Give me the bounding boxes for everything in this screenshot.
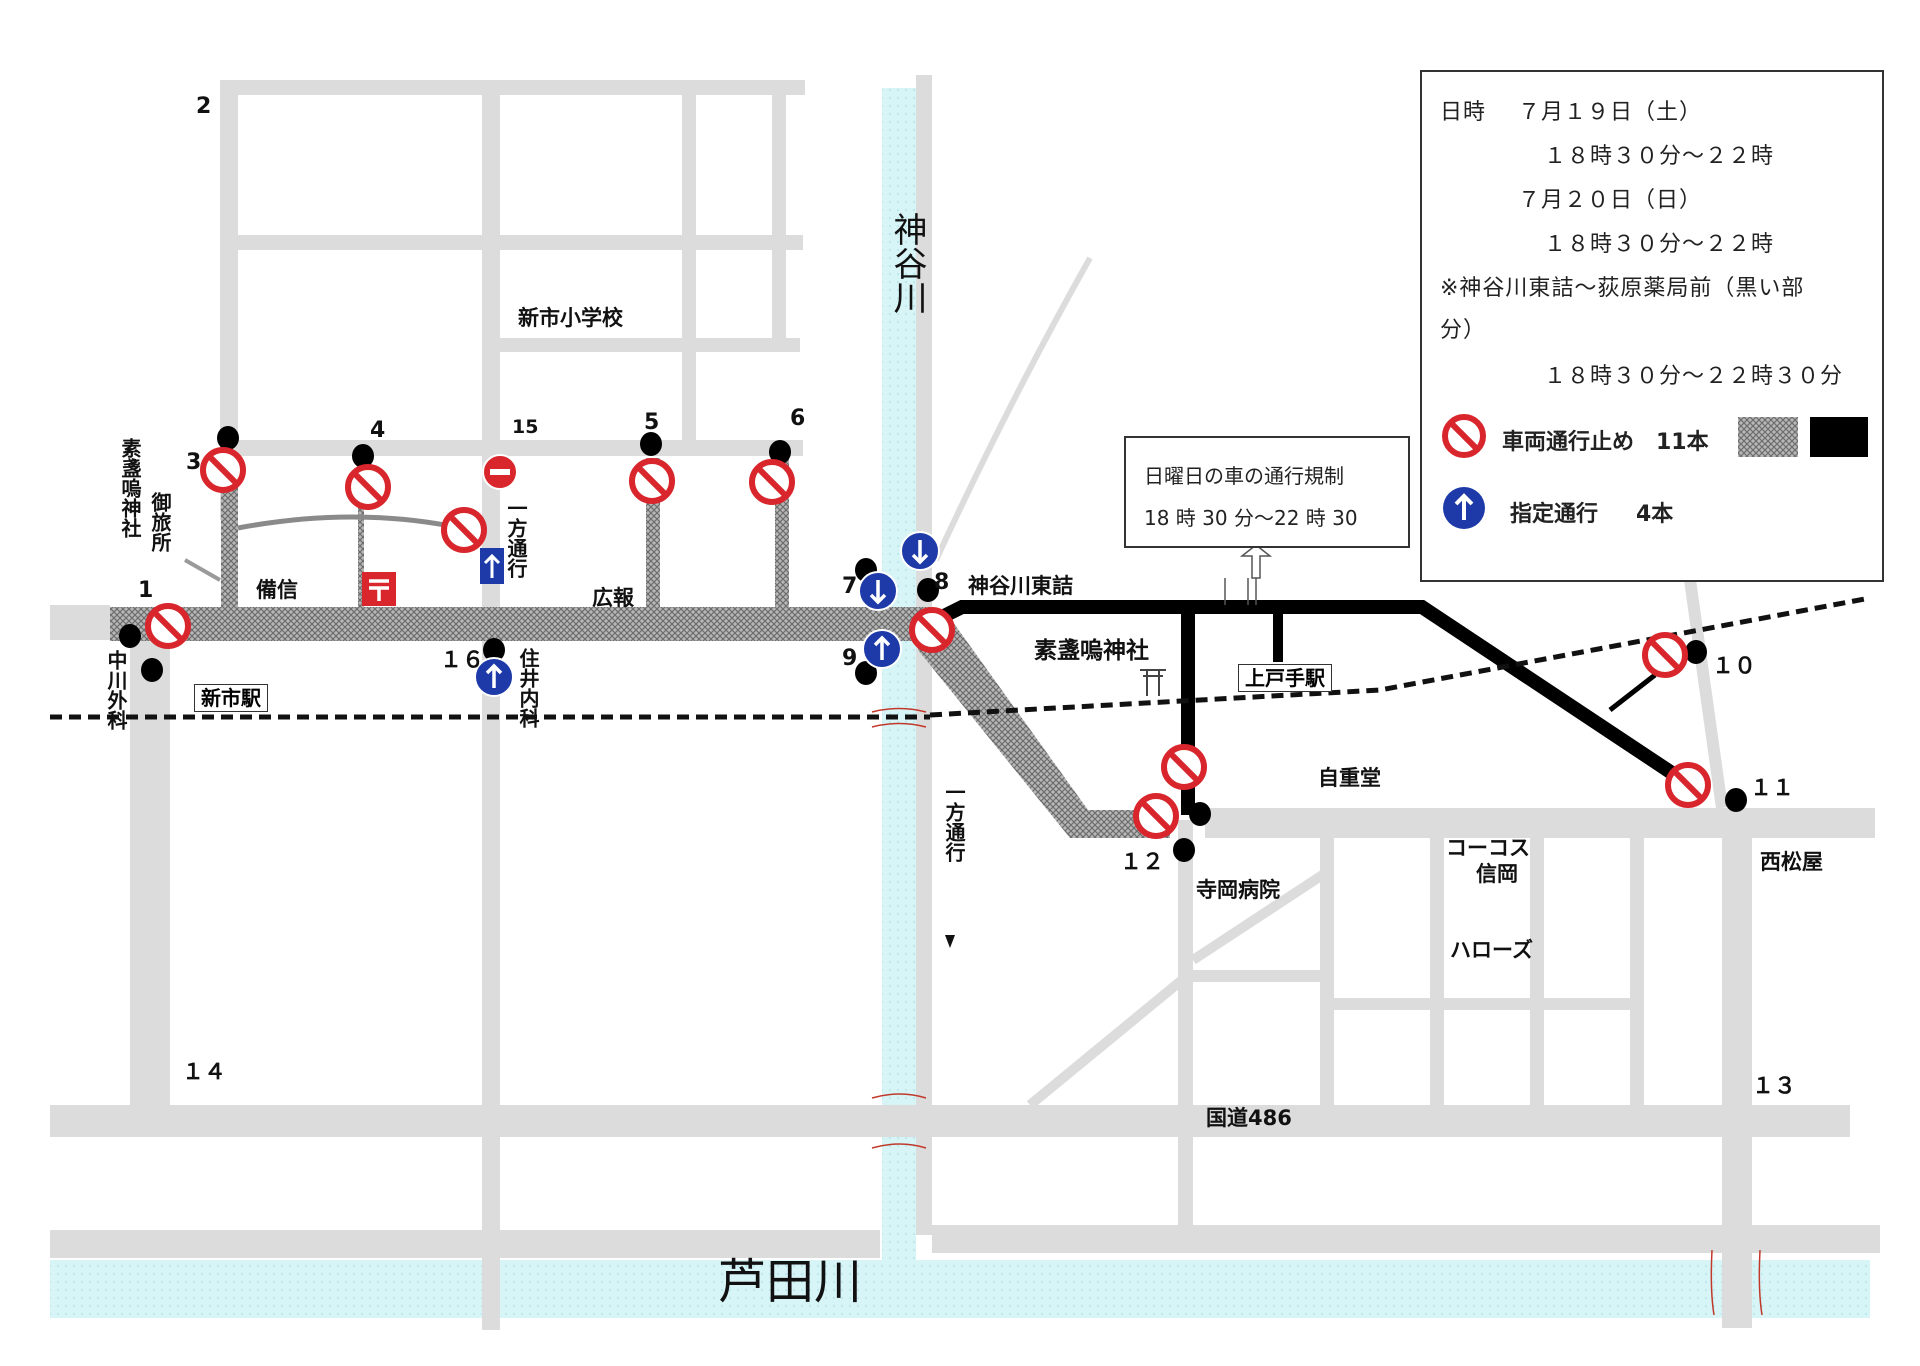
kanaya-east-label: 神谷川東詰 bbox=[968, 574, 1073, 598]
point-1: 1 bbox=[138, 578, 154, 603]
bishin-label: 備信 bbox=[256, 578, 298, 602]
teraoka-hospital-label: 寺岡病院 bbox=[1196, 878, 1280, 902]
no-entry-sign-icon bbox=[1442, 414, 1486, 458]
point-2: 2 bbox=[196, 94, 212, 119]
kanaya-river bbox=[882, 88, 916, 1298]
shinko-label: 信岡 bbox=[1476, 862, 1518, 886]
river-markers bbox=[871, 707, 1763, 1316]
callout-title: 日曜日の車の通行規制 bbox=[1144, 464, 1344, 488]
cocos-label: コーコス bbox=[1446, 836, 1530, 860]
point-7: 7 bbox=[842, 574, 858, 599]
checkpoint-dots bbox=[119, 426, 1747, 862]
point-6: 6 bbox=[790, 406, 806, 431]
point-16: １６ bbox=[440, 648, 485, 673]
school-label: 新市小学校 bbox=[518, 306, 623, 330]
sumii-clinic-label: 住井内科 bbox=[516, 648, 540, 728]
legend-day2: ７月２０日（日） bbox=[1518, 188, 1703, 213]
ashida-river-label: 芦田川 bbox=[718, 1254, 863, 1310]
legend-note-time: １８時３０分～２２時３０分 bbox=[1544, 364, 1844, 389]
restricted-road-swatch bbox=[1738, 417, 1798, 457]
torii-icon bbox=[1140, 669, 1166, 696]
legend-date-label: 日時 bbox=[1440, 100, 1487, 125]
shinichi-station-label: 新市駅 bbox=[194, 684, 268, 712]
legend-no-entry-count: 11本 bbox=[1656, 430, 1709, 455]
restricted-roads bbox=[110, 456, 1170, 838]
harows-label: ハローズ bbox=[1450, 938, 1533, 962]
legend-panel: 日時 ７月１９日（土） １８時３０分～２２時 ７月２０日（日） １８時３０分～２… bbox=[1420, 70, 1884, 582]
kamitode-station-label: 上戸手駅 bbox=[1238, 664, 1332, 692]
legend-time2: １８時３０分～２２時 bbox=[1544, 232, 1775, 257]
point-14: １４ bbox=[182, 1060, 227, 1085]
point-8: 8 bbox=[934, 570, 950, 595]
legend-no-entry-label: 車両通行止め bbox=[1502, 430, 1635, 455]
callout-pointer bbox=[1239, 544, 1273, 579]
one-way-label-1: 一方通行 bbox=[504, 498, 528, 578]
ashida-river bbox=[50, 1260, 1870, 1318]
legend-note-line2: 分） bbox=[1440, 318, 1487, 343]
gosho-label: 御旅所 bbox=[148, 492, 172, 552]
legend-designated-count: 4本 bbox=[1636, 502, 1674, 527]
legend-designated-label: 指定通行 bbox=[1510, 502, 1599, 527]
road-network bbox=[50, 75, 1880, 1330]
legend-day1: ７月１９日（土） bbox=[1518, 100, 1703, 125]
point-4: 4 bbox=[370, 418, 386, 443]
designated-direction-icon bbox=[1443, 487, 1485, 529]
susanoo-left-label: 素盞嗚神社 bbox=[118, 438, 142, 538]
sunday-regulation-callout: 日曜日の車の通行規制 18 時 30 分～22 時 30 bbox=[1124, 436, 1410, 548]
legend-note-line1: ※神谷川東詰～荻原薬局前（黒い部 bbox=[1440, 276, 1805, 301]
point-10: １０ bbox=[1712, 654, 1757, 679]
route486-label: 国道486 bbox=[1206, 1106, 1292, 1130]
legend-time1: １８時３０分～２２時 bbox=[1544, 144, 1775, 169]
kouhou-label: 広報 bbox=[592, 586, 634, 610]
nishimatsuya-label: 西松屋 bbox=[1760, 850, 1823, 874]
post-office-icon bbox=[362, 572, 396, 606]
arrow-marker bbox=[945, 935, 955, 948]
point-3: 3 bbox=[186, 450, 202, 475]
susanoo-shrine-label: 素盞嗚神社 bbox=[1034, 638, 1149, 664]
point-15: 15 bbox=[512, 416, 539, 438]
designated-direction-icon bbox=[474, 531, 940, 697]
kanaya-river-label: 神谷川 bbox=[887, 212, 927, 314]
point-5: 5 bbox=[644, 410, 660, 435]
no-entry-sign-icon bbox=[145, 447, 1711, 839]
point-13: １３ bbox=[1752, 1074, 1797, 1099]
no-entry-bar-icon bbox=[482, 454, 518, 490]
closed-road-swatch bbox=[1810, 417, 1868, 457]
point-12: １２ bbox=[1120, 850, 1165, 875]
point-11: １１ bbox=[1750, 776, 1795, 801]
nakagawa-clinic-label: 中川外科 bbox=[104, 650, 128, 730]
one-way-arrow-icon bbox=[480, 548, 504, 584]
point-9: 9 bbox=[842, 646, 858, 671]
jichodo-label: 自重堂 bbox=[1318, 766, 1381, 790]
one-way-label-2: 一方通行 bbox=[942, 782, 966, 862]
callout-time: 18 時 30 分～22 時 30 bbox=[1144, 506, 1358, 530]
